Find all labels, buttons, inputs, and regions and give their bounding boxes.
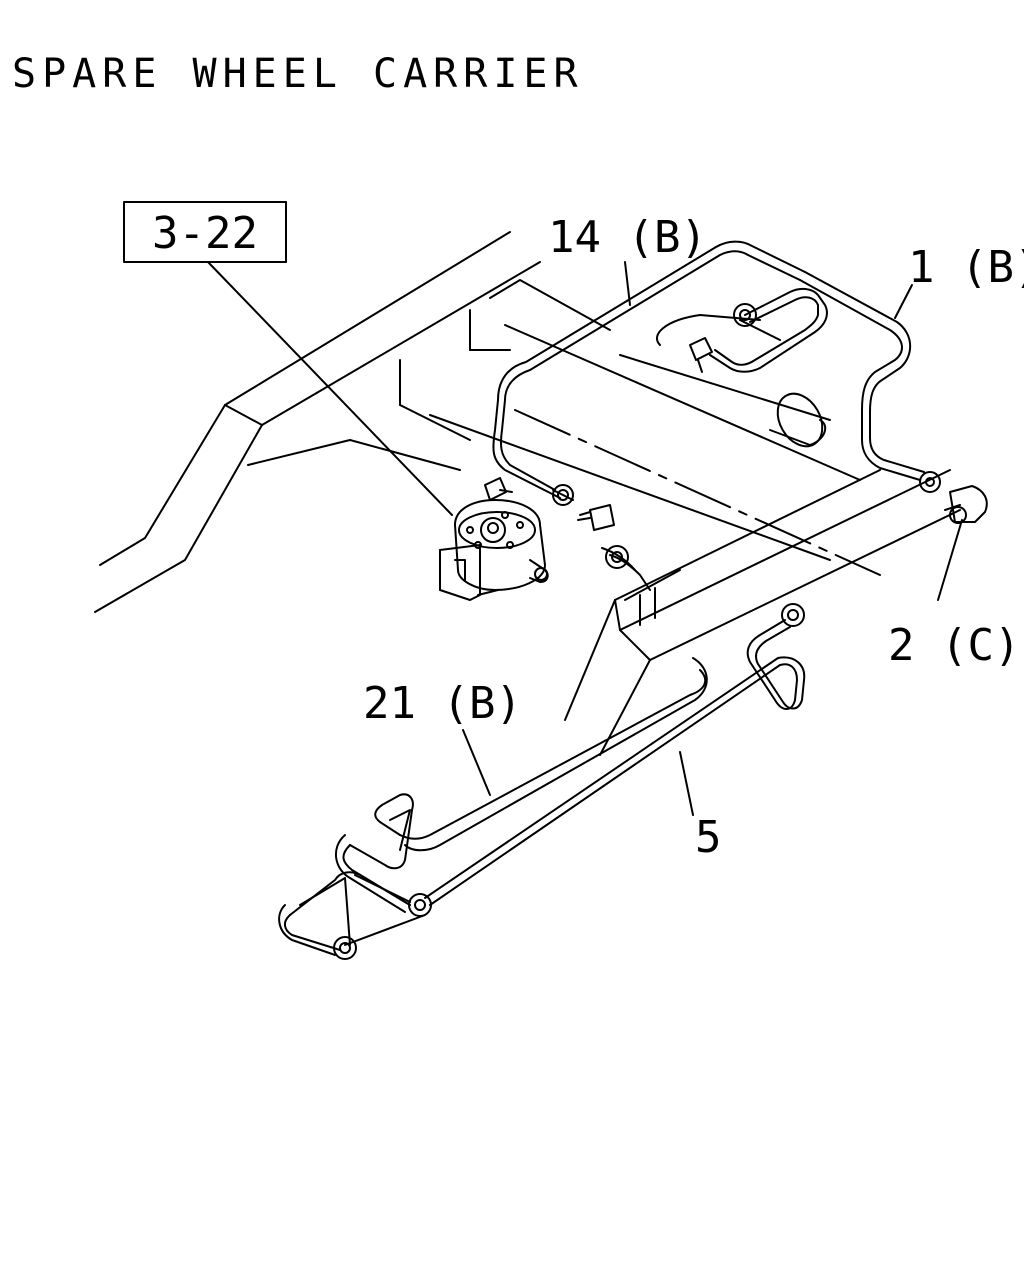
callout-1: 1 (B) [908,242,1024,293]
leader-lines [207,261,963,816]
diagram-title: SPARE WHEEL CARRIER [12,51,584,97]
union-connector [577,504,615,531]
callout-21: 21 (B) [363,678,522,729]
reference-box-label: 3-22 [152,208,258,259]
tank-cylinder [655,314,827,448]
leader-2 [937,519,963,601]
pipe-bracket [601,547,651,591]
callout-5: 5 [695,812,722,863]
elbow-fitting-top [689,337,713,373]
cross-member [399,279,881,576]
fitting-nut-center [605,545,629,569]
brake-line-1 [709,271,925,481]
leader-3-22 [207,261,453,516]
callout-2: 2 (C) [888,620,1020,671]
brake-line-21 [335,657,708,913]
fitting-nut-5-end [333,936,357,960]
fitting-nut-1-end [919,471,941,493]
reference-box: 3-22 [123,201,287,263]
leader-5 [679,751,694,816]
fitting-nut-21-end [408,893,432,917]
callout-labels: 14 (B) 1 (B) 2 (C) 21 (B) 5 [363,212,1024,863]
leader-1 [894,284,913,319]
leader-14 [624,261,631,306]
frame-rail-left [94,231,541,613]
front-cross-rail [564,469,961,756]
leader-21 [462,729,491,796]
fittings [333,303,988,960]
fitting-nut-5-right [781,603,805,627]
valve-block [439,499,549,601]
joint-2c [944,485,988,524]
brake-line-14 [492,240,806,499]
fitting-nut-14-end [552,484,574,506]
fitting-nut-1-top [733,303,757,327]
elbow-fitting-left [484,477,513,501]
callout-14: 14 (B) [548,212,707,263]
brake-line-5 [278,619,806,956]
